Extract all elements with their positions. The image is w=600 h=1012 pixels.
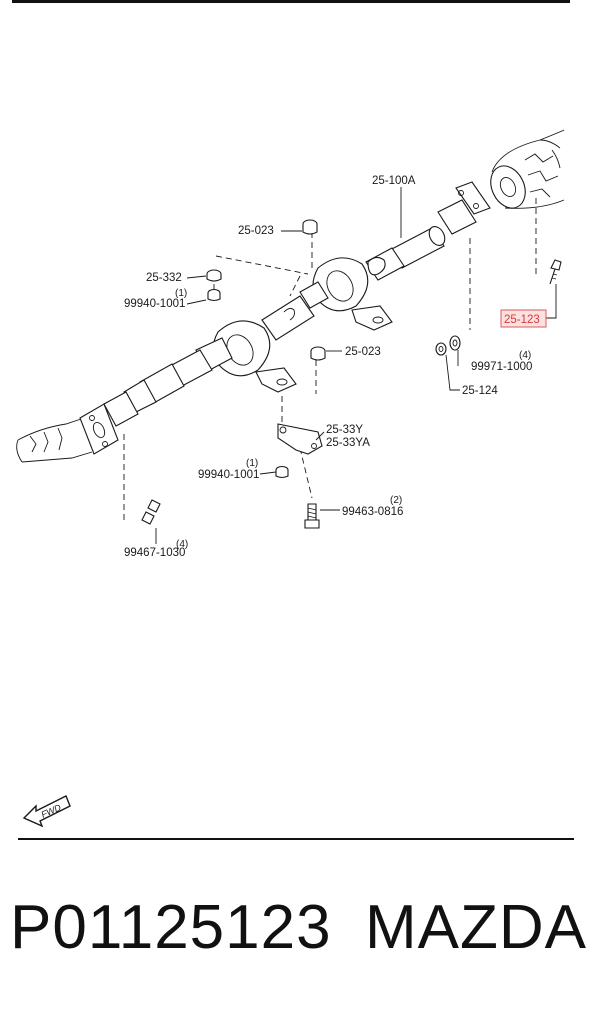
callout-qty-1-b: (1): [246, 458, 258, 469]
callout-99467-1030: 99467-1030: [124, 547, 185, 559]
front-shaft-section: [103, 337, 233, 427]
front-transmission-housing: [16, 417, 93, 463]
fwd-label: FWD: [40, 802, 63, 820]
callout-25-023-top: 25-023: [238, 225, 274, 237]
callout-99463-0816: 99463-0816: [342, 506, 403, 518]
nut-25-023-mid: [310, 346, 326, 361]
front-flange: [79, 403, 119, 455]
bolt-99463-0816: [304, 503, 320, 529]
highlight-box-25-123: [500, 309, 547, 328]
center-bearing-front: [212, 320, 297, 393]
leader-lines: [155, 187, 557, 544]
callout-qty-2: (2): [390, 495, 402, 506]
callout-99940-1001-b: 99940-1001: [198, 469, 259, 481]
rear-shaft-section: [365, 226, 446, 281]
callout-25-33y: 25-33Y: [326, 424, 363, 436]
callout-qty-4-a: (4): [519, 350, 531, 361]
callout-25-023-mid: 25-023: [345, 346, 381, 358]
callout-99940-1001-a: 99940-1001: [124, 298, 185, 310]
washer-25-332: [206, 269, 222, 282]
bolt-99467-1030: [141, 499, 161, 525]
rear-flange-yoke: [437, 181, 491, 235]
nut-25-023-top: [302, 219, 318, 235]
part-number: P01125123: [10, 893, 332, 962]
bolt-25-123: [549, 259, 562, 285]
bottom-rule: [18, 838, 574, 840]
callout-qty-4-b: (4): [176, 539, 188, 550]
callout-qty-1-a: (1): [175, 288, 187, 299]
callout-25-124: 25-124: [462, 385, 498, 397]
callout-99971-1000: 99971-1000: [471, 361, 532, 373]
callout-25-100a: 25-100A: [372, 175, 416, 187]
assembly-dash-lines: [123, 198, 537, 524]
nut-25-124: [435, 342, 447, 356]
nut-99940-1001-a: [207, 288, 221, 302]
rear-differential-housing: [490, 129, 565, 209]
brand-name: MAZDA: [365, 893, 587, 962]
fwd-arrow-icon: FWD: [22, 795, 71, 828]
callout-25-33ya: 25-33YA: [326, 437, 370, 449]
callout-25-332: 25-332: [146, 272, 182, 284]
bracket-25-33y: [277, 423, 323, 455]
callout-25-123: 25-123: [504, 314, 540, 326]
driveshaft-exploded-diagram: 25-100A 25-023 25-332 (1) 99940-1001 25-…: [16, 129, 565, 559]
washer-99971-1000: [449, 335, 461, 351]
top-rule: [12, 0, 570, 3]
middle-shaft: [261, 295, 315, 341]
footer: P01125123 MAZDA: [10, 893, 595, 973]
nut-99940-1001-b: [275, 465, 289, 479]
center-bearing-rear: [299, 257, 393, 331]
